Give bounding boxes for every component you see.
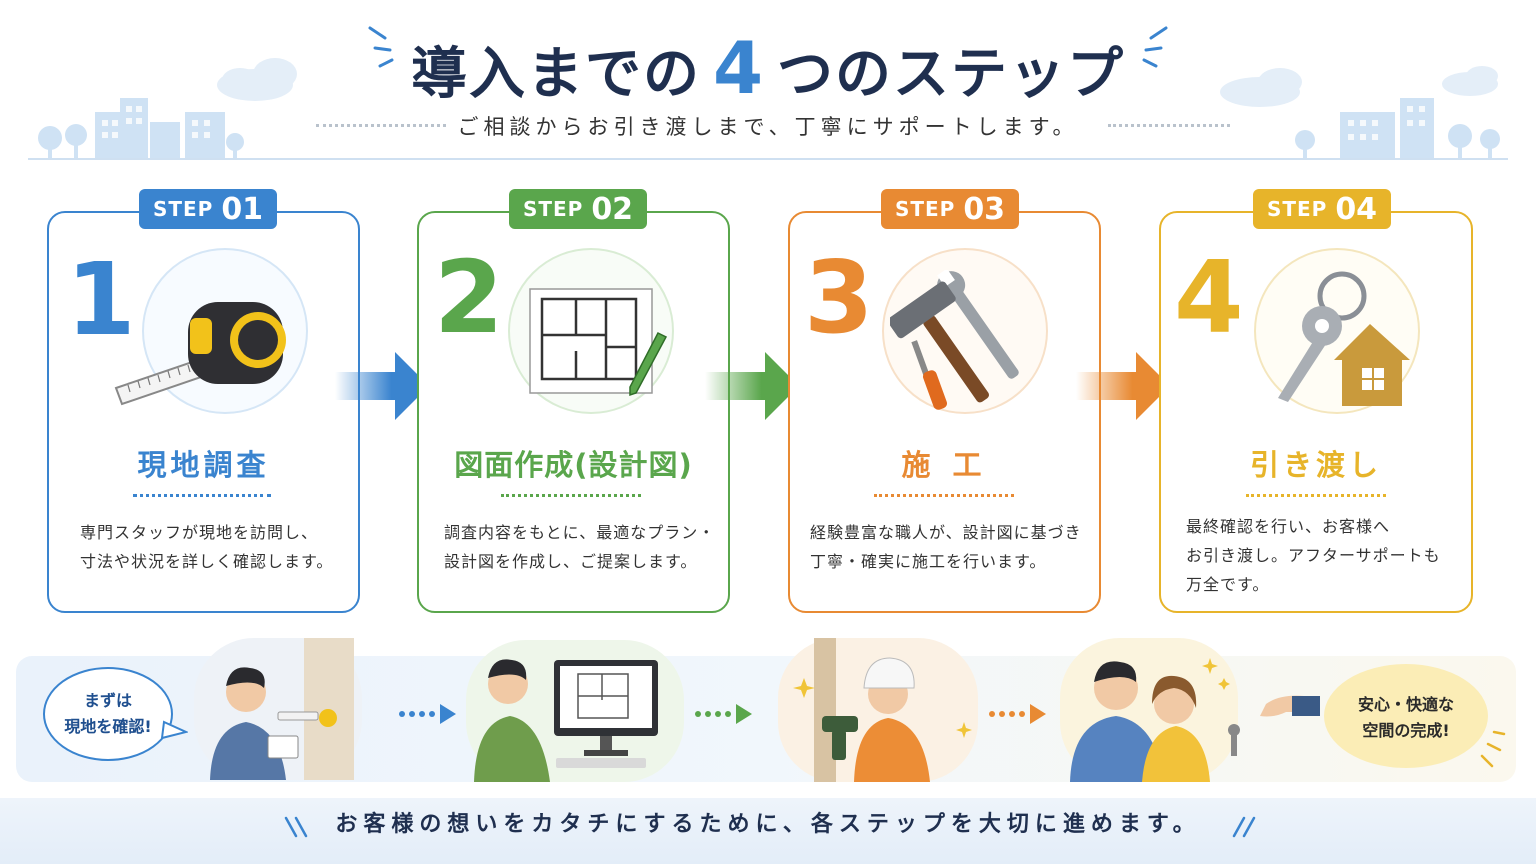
step-title-underline-4 bbox=[1246, 494, 1386, 497]
step-desc-2: 調査内容をもとに、最適なプラン・ 設計図を作成し、ご提案します。 bbox=[444, 518, 724, 576]
desc-line: 調査内容をもとに、最適なプラン・ bbox=[444, 523, 716, 542]
badge-label: STEP bbox=[1266, 197, 1328, 221]
bubble-left-text: まずは現地を確認! bbox=[44, 670, 172, 758]
badge-number: 04 bbox=[1335, 191, 1378, 227]
step-badge-3: STEP 03 bbox=[881, 189, 1019, 229]
dotted-arrow-icon bbox=[989, 704, 1046, 724]
step-title-underline-1 bbox=[133, 494, 271, 497]
arrow-right-icon bbox=[705, 352, 799, 420]
bubble-line: 現地を確認! bbox=[64, 717, 152, 736]
desc-line: 専門スタッフが現地を訪問し、 bbox=[80, 523, 319, 542]
step-title-1: 現地調査 bbox=[137, 448, 270, 482]
desc-line: 経験豊富な職人が、設計図に基づき bbox=[810, 523, 1082, 542]
worker-measuring-illustration bbox=[210, 638, 354, 780]
step-badge-2: STEP 02 bbox=[509, 189, 647, 229]
footer-message: お客様の想いをカタチにするために、各ステップを大切に進めます。 bbox=[335, 812, 1201, 837]
dotted-arrow-icon bbox=[695, 704, 752, 724]
footer-accent-marks bbox=[284, 816, 1256, 838]
step-badge-4: STEP 04 bbox=[1253, 189, 1391, 229]
step-desc-3: 経験豊富な職人が、設計図に基づき 丁寧・確実に施工を行います。 bbox=[810, 518, 1096, 576]
footer-band bbox=[0, 798, 1536, 864]
step-title-underline-2 bbox=[501, 494, 641, 497]
desc-line: 設計図を作成し、ご提案します。 bbox=[444, 552, 698, 571]
desc-line: 丁寧・確実に施工を行います。 bbox=[810, 552, 1047, 571]
step-title-4: 引き渡し bbox=[1249, 448, 1382, 482]
arrow-right-icon bbox=[1076, 352, 1170, 420]
bubble-line: まずは bbox=[83, 691, 132, 710]
bubble-right-text: 安心・快適な空間の完成! bbox=[1326, 676, 1486, 760]
couple-receiving-key-illustration bbox=[1070, 658, 1320, 782]
header-skyline bbox=[38, 26, 1500, 158]
step-number-4: 4 bbox=[1174, 239, 1244, 356]
badge-label: STEP bbox=[522, 197, 584, 221]
step-desc-4: 最終確認を行い、お客様へ お引き渡し。アフターサポートも 万全です。 bbox=[1186, 512, 1466, 599]
page-subtitle: ご相談からお引き渡しまで、丁寧にサポートします。 bbox=[457, 115, 1079, 139]
step-number-3: 3 bbox=[804, 239, 874, 356]
step-number-2: 2 bbox=[434, 239, 504, 356]
title-number: 4 bbox=[712, 26, 766, 110]
bubble-line: 空間の完成! bbox=[1362, 721, 1450, 740]
arrow-right-icon bbox=[335, 352, 429, 420]
desc-line: 寸法や状況を詳しく確認します。 bbox=[80, 552, 334, 571]
step-desc-1: 専門スタッフが現地を訪問し、 寸法や状況を詳しく確認します。 bbox=[80, 518, 350, 576]
tape-measure-icon bbox=[114, 302, 286, 406]
house-key-icon bbox=[1278, 271, 1410, 406]
badge-label: STEP bbox=[894, 197, 956, 221]
title-prefix: 導入までの bbox=[410, 42, 701, 107]
badge-number: 02 bbox=[591, 191, 634, 227]
bubble-line: 安心・快適な bbox=[1357, 695, 1454, 714]
worker-drilling-illustration bbox=[793, 638, 972, 782]
desc-line: 万全です。 bbox=[1186, 575, 1270, 594]
dotted-arrow-icon bbox=[399, 704, 456, 724]
speech-bubble-right bbox=[1324, 664, 1506, 768]
subtitle-dots-left bbox=[316, 124, 446, 127]
step-title-2: 図面作成(設計図) bbox=[454, 448, 693, 482]
step-number-1: 1 bbox=[66, 241, 136, 358]
title-suffix: つのステップ bbox=[777, 42, 1126, 107]
designer-at-computer-illustration bbox=[474, 659, 658, 782]
subtitle-dots-right bbox=[1108, 124, 1230, 127]
header-divider bbox=[28, 158, 1508, 160]
step-badge-1: STEP 01 bbox=[139, 189, 277, 229]
badge-number: 01 bbox=[221, 191, 264, 227]
badge-number: 03 bbox=[963, 191, 1006, 227]
badge-label: STEP bbox=[152, 197, 214, 221]
step-title-3: 施 工 bbox=[901, 448, 988, 482]
desc-line: 最終確認を行い、お客様へ bbox=[1186, 517, 1391, 536]
tools-icon bbox=[890, 270, 1019, 410]
floor-plan-icon bbox=[529, 288, 668, 397]
step-title-underline-3 bbox=[874, 494, 1014, 497]
desc-line: お引き渡し。アフターサポートも bbox=[1186, 546, 1441, 565]
speech-bubble-left bbox=[43, 667, 188, 761]
